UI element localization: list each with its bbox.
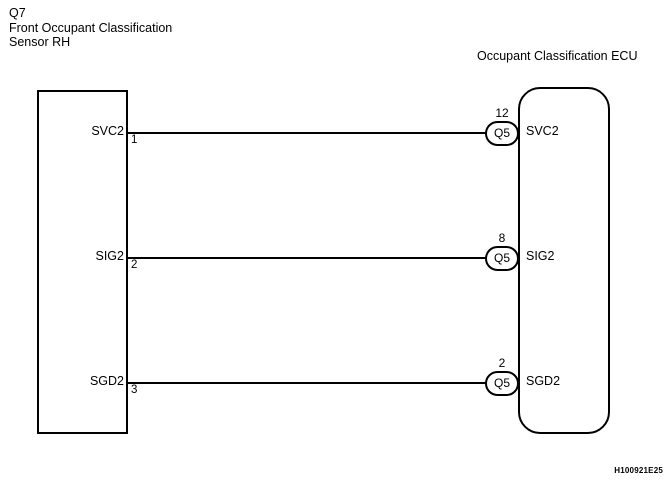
sensor-connector-block [37, 90, 128, 434]
wire-sgd2 [128, 382, 488, 384]
pin-number-left: 1 [131, 134, 138, 146]
source-component-header: Q7 Front Occupant Classification Sensor … [9, 6, 172, 50]
pin-number-left: 3 [131, 384, 138, 396]
pin-number-right: 8 [498, 231, 506, 245]
signal-label-right: SGD2 [526, 374, 561, 388]
connector-code: Q5 [493, 376, 510, 390]
connector-code: Q5 [493, 251, 510, 265]
connector-oval: Q5 [485, 245, 519, 271]
ecu-block [518, 87, 610, 434]
wire-sig2 [128, 257, 488, 259]
source-component-name: Front Occupant Classification [9, 20, 173, 35]
source-component-code: Q7 [9, 6, 26, 20]
signal-label-left: SIG2 [95, 249, 125, 263]
signal-label-right: SVC2 [526, 124, 559, 138]
pin-number-right: 12 [495, 106, 509, 120]
connector-oval: Q5 [485, 120, 519, 146]
signal-label-left: SGD2 [89, 374, 124, 388]
signal-label-left: SVC2 [91, 124, 124, 138]
connector-oval: Q5 [485, 370, 519, 396]
pin-number-left: 2 [131, 259, 138, 271]
figure-code: H100921E25 [614, 466, 663, 475]
wire-svc2 [128, 132, 488, 134]
pin-number-right: 2 [498, 356, 506, 370]
signal-label-right: SIG2 [526, 249, 555, 263]
source-component-name2: Sensor RH [9, 35, 71, 49]
ecu-title: Occupant Classification ECU [477, 49, 638, 63]
connector-code: Q5 [493, 126, 510, 140]
